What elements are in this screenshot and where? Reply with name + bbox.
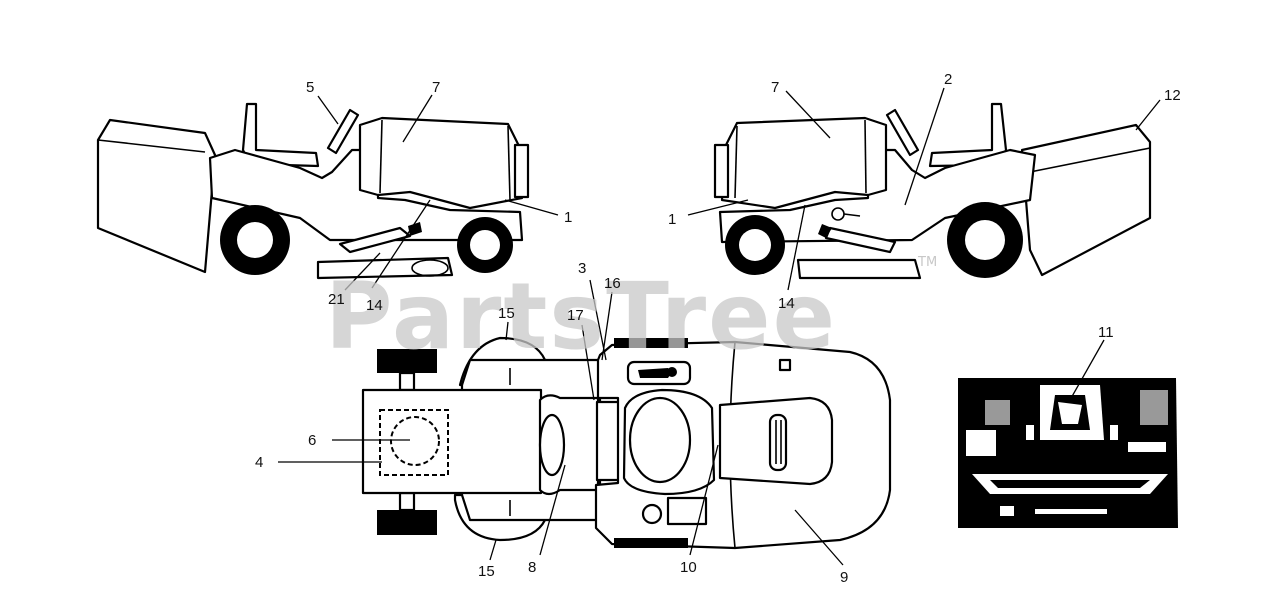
callout-2: 2 bbox=[944, 71, 952, 88]
callout-14: 14 bbox=[366, 297, 383, 314]
callout-15: 15 bbox=[478, 563, 495, 580]
hood-right bbox=[720, 116, 888, 210]
dash-panel bbox=[958, 378, 1178, 528]
callout-12: 12 bbox=[1164, 87, 1181, 104]
callout-14: 14 bbox=[778, 295, 795, 312]
leader-lines bbox=[278, 87, 1161, 566]
callout-11: 11 bbox=[1098, 324, 1114, 341]
bumper-right bbox=[713, 143, 730, 199]
callout-4: 4 bbox=[255, 454, 263, 471]
deck-right bbox=[796, 258, 922, 280]
bag-label-outline bbox=[379, 409, 449, 476]
callout-labels: 5 7 1 21 14 7 2 12 1 14 3 16 15 17 6 4 1… bbox=[255, 71, 1181, 586]
rear-tire-top bbox=[377, 349, 437, 373]
top-view bbox=[361, 336, 892, 550]
callout-17: 17 bbox=[567, 307, 584, 324]
watermark-trademark: TM bbox=[917, 255, 937, 270]
grass-bag-left bbox=[96, 118, 217, 274]
grass-bag-right bbox=[1020, 123, 1152, 277]
callout-9: 9 bbox=[840, 569, 848, 586]
left-side-view bbox=[96, 102, 530, 280]
right-side-view bbox=[713, 102, 1152, 280]
grass-bag-top bbox=[361, 388, 543, 495]
watermark: PartsTree bbox=[325, 263, 837, 370]
rear-tire-bottom bbox=[377, 510, 437, 535]
callout-5: 5 bbox=[306, 79, 314, 96]
callout-21: 21 bbox=[328, 291, 345, 308]
callout-7: 7 bbox=[432, 79, 440, 96]
callout-1: 1 bbox=[564, 209, 572, 226]
callout-1: 1 bbox=[668, 211, 676, 228]
steering-wheel-left bbox=[326, 108, 360, 155]
callout-10: 10 bbox=[680, 559, 697, 576]
callout-16: 16 bbox=[604, 275, 621, 292]
chassis-left bbox=[208, 148, 524, 242]
bumper-left bbox=[513, 143, 530, 199]
chassis-right bbox=[718, 148, 1037, 244]
callout-7: 7 bbox=[771, 79, 779, 96]
hood-left bbox=[358, 116, 524, 210]
callout-3: 3 bbox=[578, 260, 586, 277]
callout-15: 15 bbox=[498, 305, 515, 322]
steering-wheel-right bbox=[885, 108, 920, 157]
callout-8: 8 bbox=[528, 559, 536, 576]
callout-6: 6 bbox=[308, 432, 316, 449]
